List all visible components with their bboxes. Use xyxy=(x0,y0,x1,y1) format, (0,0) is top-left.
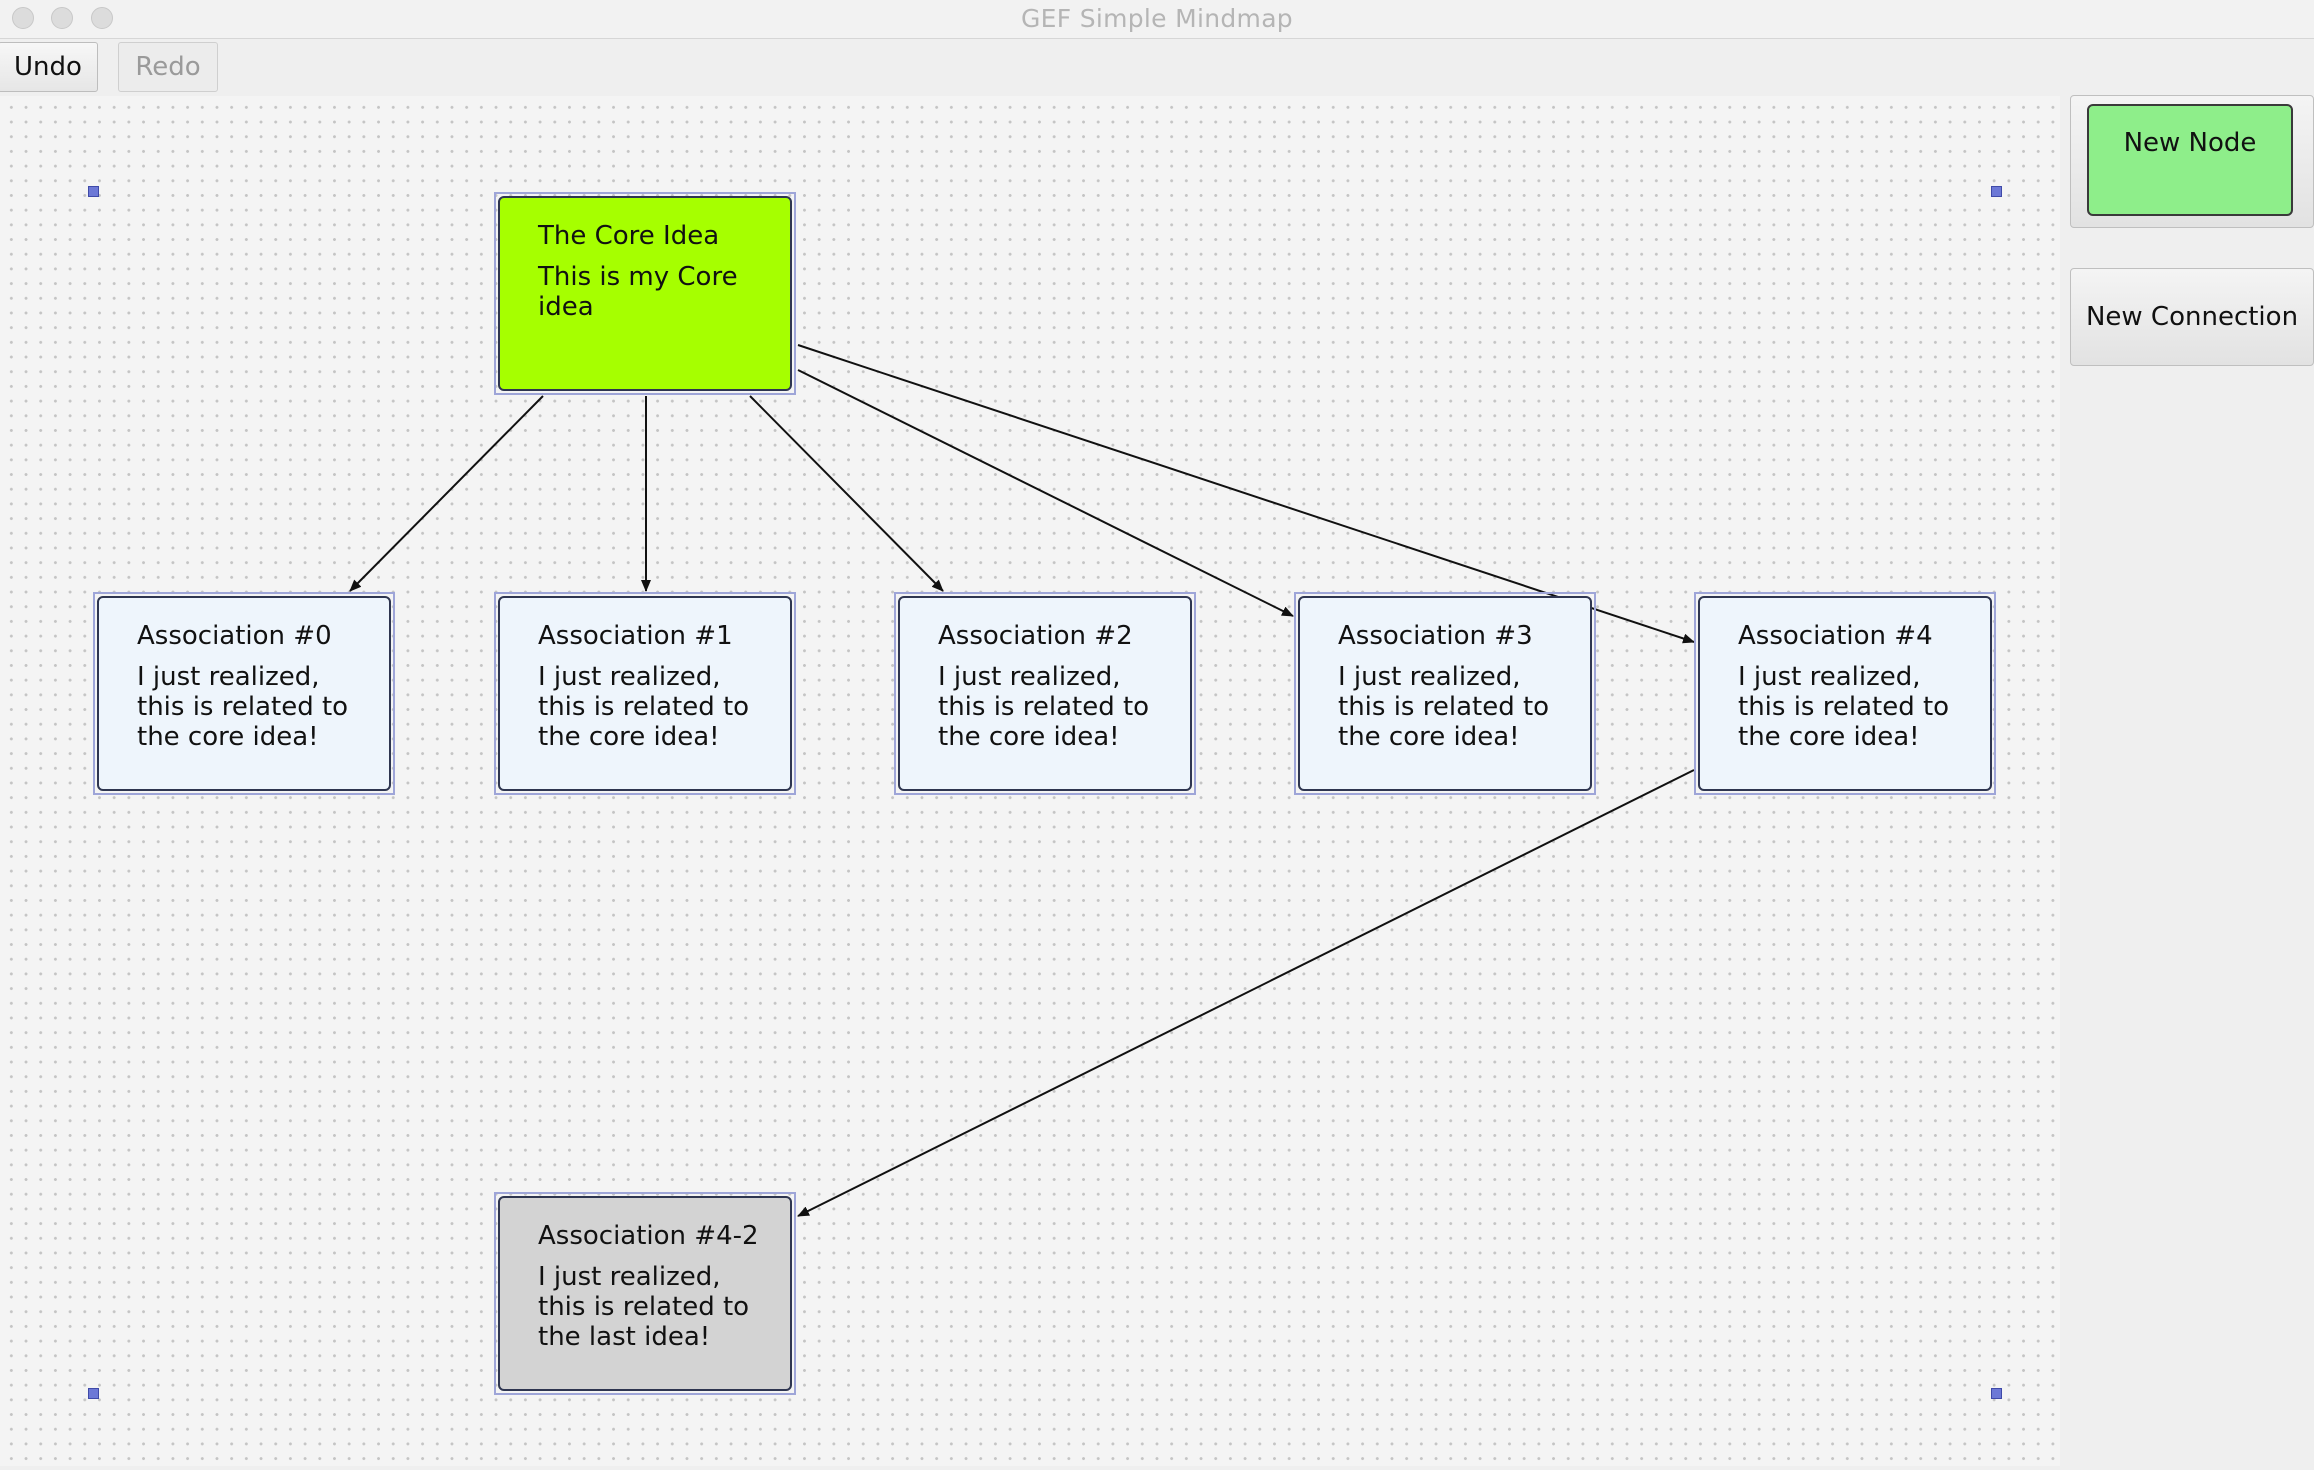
node-description: I just realized, this is related to the … xyxy=(538,1262,750,1352)
selection-handle-top-left[interactable] xyxy=(88,186,99,197)
association-node-body: Association #4 I just realized, this is … xyxy=(1698,596,1992,791)
core-node[interactable]: The Core Idea This is my Core idea xyxy=(494,192,796,395)
window-title: GEF Simple Mindmap xyxy=(1021,4,1293,33)
close-window-icon[interactable] xyxy=(12,7,34,29)
association-node-body: Association #1 I just realized, this is … xyxy=(498,596,792,791)
association-node-body: Association #0 I just realized, this is … xyxy=(97,596,391,791)
selection-handle-top-right[interactable] xyxy=(1991,186,2002,197)
title-bar: GEF Simple Mindmap xyxy=(0,0,2314,39)
core-node-body: The Core Idea This is my Core idea xyxy=(498,196,792,391)
association-node-0[interactable]: Association #0 I just realized, this is … xyxy=(93,592,395,795)
association-node-4[interactable]: Association #4 I just realized, this is … xyxy=(1694,592,1996,795)
node-description: I just realized, this is related to the … xyxy=(1338,662,1550,752)
node-title: Association #0 xyxy=(137,621,332,651)
node-title: Association #1 xyxy=(538,621,733,651)
new-node-tool[interactable]: New Node xyxy=(2070,95,2314,228)
new-node-tool-label: New Node xyxy=(2087,104,2293,216)
selection-handle-bottom-right[interactable] xyxy=(1991,1388,2002,1399)
node-title: Association #4 xyxy=(1738,621,1933,651)
association-node-2[interactable]: Association #2 I just realized, this is … xyxy=(894,592,1196,795)
minimize-window-icon[interactable] xyxy=(51,7,73,29)
association-node-body: Association #4-2 I just realized, this i… xyxy=(498,1196,792,1391)
node-description: I just realized, this is related to the … xyxy=(137,662,349,752)
node-title: Association #4-2 xyxy=(538,1221,759,1251)
association-node-4-2[interactable]: Association #4-2 I just realized, this i… xyxy=(494,1192,796,1395)
node-description: I just realized, this is related to the … xyxy=(538,662,750,752)
node-title: The Core Idea xyxy=(538,221,720,251)
node-title: Association #2 xyxy=(938,621,1133,651)
node-title: Association #3 xyxy=(1338,621,1533,651)
association-node-1[interactable]: Association #1 I just realized, this is … xyxy=(494,592,796,795)
selection-handle-bottom-left[interactable] xyxy=(88,1388,99,1399)
association-node-body: Association #2 I just realized, this is … xyxy=(898,596,1192,791)
node-description: This is my Core idea xyxy=(538,262,738,322)
node-description: I just realized, this is related to the … xyxy=(1738,662,1950,752)
association-node-3[interactable]: Association #3 I just realized, this is … xyxy=(1294,592,1596,795)
undo-button[interactable]: Undo xyxy=(0,42,98,92)
new-connection-tool[interactable]: New Connection xyxy=(2070,268,2314,366)
redo-button[interactable]: Redo xyxy=(118,42,218,92)
zoom-window-icon[interactable] xyxy=(91,7,113,29)
node-description: I just realized, this is related to the … xyxy=(938,662,1150,752)
association-node-body: Association #3 I just realized, this is … xyxy=(1298,596,1592,791)
